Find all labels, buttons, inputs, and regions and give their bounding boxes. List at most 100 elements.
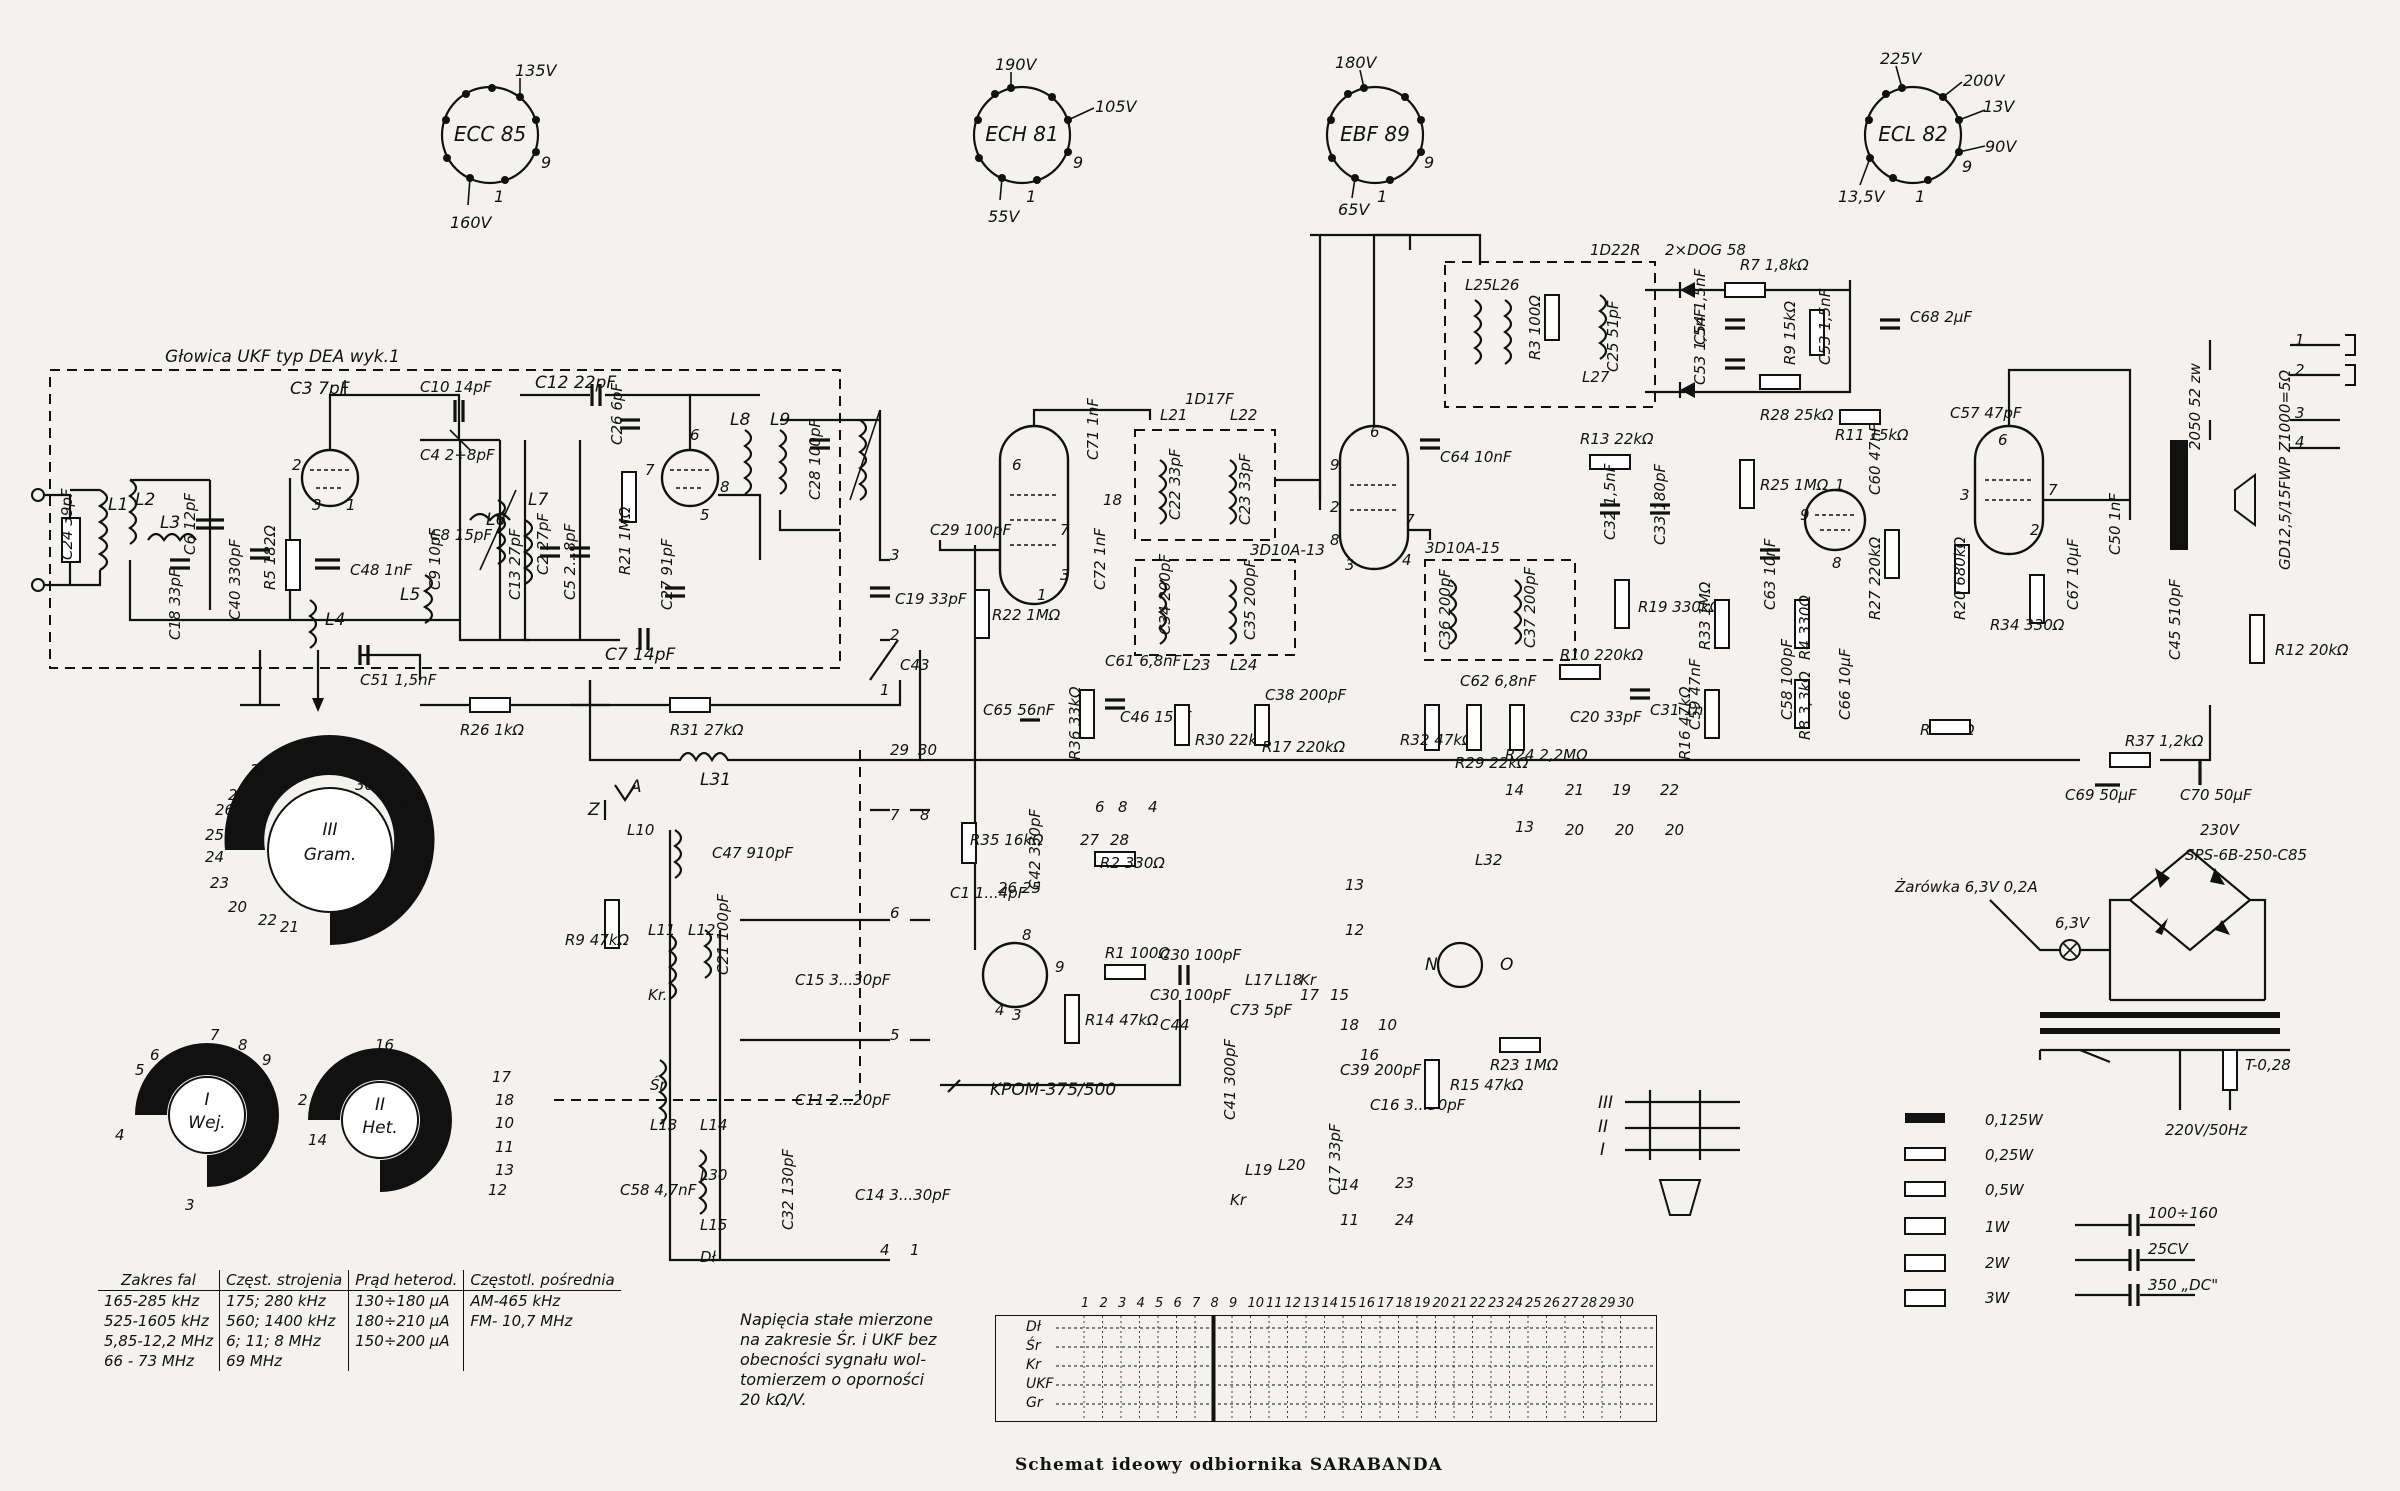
comp-label: C18 33pF — [166, 568, 184, 640]
svg-text:6: 6 — [690, 426, 700, 444]
svg-text:6: 6 — [1095, 798, 1105, 816]
svg-text:23: 23 — [1395, 1174, 1414, 1192]
svg-text:1: 1 — [1037, 586, 1047, 604]
comp-label: 220V/50Hz — [2165, 1121, 2248, 1139]
coil-label: L24 — [1230, 656, 1257, 674]
coil-label: L30 — [700, 1166, 727, 1184]
grid-col-label: 21 — [1451, 1296, 1468, 1311]
comp-label: C45 510pF — [2166, 579, 2184, 660]
pin-number: 9 — [1073, 153, 1083, 172]
grid-row-label: Kr — [1026, 1357, 1041, 1373]
svg-text:24: 24 — [1395, 1211, 1414, 1229]
svg-text:6: 6 — [150, 1046, 160, 1064]
svg-text:20: 20 — [1615, 821, 1634, 839]
agc-line: R26 1kΩ R31 27kΩ L31 — [420, 650, 2212, 790]
band-mark: Kr — [1230, 1191, 1247, 1209]
svg-text:18: 18 — [1340, 1016, 1359, 1034]
coil-label: L1 — [108, 495, 128, 515]
grid-row-label: Śr — [1026, 1338, 1041, 1354]
comp-label: C57 47pF — [1950, 404, 2022, 422]
svg-text:17: 17 — [1300, 986, 1320, 1004]
comp-label: R30 22kΩ — [1195, 731, 1269, 749]
pin-voltage: 200V — [1963, 71, 2006, 90]
svg-text:16: 16 — [1360, 1046, 1379, 1064]
svg-text:1: 1 — [910, 1241, 920, 1259]
svg-text:4: 4 — [115, 1126, 125, 1144]
band-mark: Kr — [1300, 971, 1317, 989]
comp-label: T-0,28 — [2245, 1056, 2291, 1074]
comp-label: R16 47kΩ — [1676, 686, 1694, 760]
svg-text:27: 27 — [1080, 831, 1100, 849]
svg-text:8: 8 — [1832, 554, 1842, 572]
comp-label: C47 910pF — [712, 844, 793, 862]
comp-label: C5 2...8pF — [561, 523, 579, 600]
svg-text:11: 11 — [1340, 1211, 1359, 1229]
svg-text:I: I — [1600, 1140, 1605, 1160]
coil-label: L8 — [730, 410, 750, 430]
tube-base-ebf89: EBF 89 180V 65V 1 9 — [1325, 53, 1434, 219]
svg-text:11: 11 — [495, 1138, 514, 1156]
pin-voltage: 55V — [988, 207, 1020, 226]
svg-text:1: 1 — [880, 681, 890, 699]
comp-label: C1 1...4pF — [950, 884, 1027, 902]
svg-text:6: 6 — [1998, 431, 2008, 449]
comp-label: C69 50μF — [2065, 786, 2137, 804]
svg-text:3: 3 — [185, 1196, 195, 1214]
comp-label: C15 3...30pF — [795, 971, 891, 989]
grid-col-label: 26 — [1543, 1296, 1561, 1311]
comp-label: 2050 52 zw — [2186, 362, 2204, 450]
svg-text:8: 8 — [1118, 798, 1128, 816]
pin-voltage: 13V — [1983, 97, 2015, 116]
svg-text:14: 14 — [1340, 1176, 1359, 1194]
capacitor-legend: 100÷160 25CV 350 „DC" — [2075, 1204, 2218, 1306]
pin-voltage: 105V — [1095, 97, 1138, 116]
grid-col-label: 10 — [1247, 1296, 1265, 1311]
svg-text:14: 14 — [308, 1131, 327, 1149]
svg-text:2: 2 — [1330, 498, 1340, 516]
comp-label: C36 200pF — [1436, 569, 1454, 650]
svg-text:20: 20 — [228, 898, 247, 916]
comp-label: R35 16kΩ — [970, 831, 1044, 849]
svg-text:29: 29 — [330, 761, 349, 779]
comp-label: 230V — [2200, 821, 2241, 839]
if-amp-ebf89: 9 6 2 8 3 4 7 C64 10nF R13 22kΩ C32 1,5n… — [1310, 233, 1670, 574]
grid-col-label: 19 — [1414, 1296, 1431, 1311]
comp-label: C60 47nF — [1866, 423, 1884, 495]
svg-text:100÷160: 100÷160 — [2148, 1204, 2218, 1222]
svg-text:21: 21 — [280, 918, 299, 936]
svg-text:II: II — [1598, 1117, 1608, 1137]
svg-text:3: 3 — [890, 546, 900, 564]
comp-label: R28 25kΩ — [1760, 406, 1834, 424]
svg-text:III: III — [1598, 1093, 1613, 1113]
comp-label: C28 100pF — [806, 419, 824, 500]
svg-text:7: 7 — [645, 461, 655, 479]
comp-label: C64 10nF — [1440, 448, 1512, 466]
comp-label: C73 5pF — [1230, 1001, 1292, 1019]
band-mark: Śr — [650, 1075, 667, 1094]
svg-text:3: 3 — [1012, 1006, 1022, 1024]
svg-text:7: 7 — [1405, 511, 1415, 529]
comp-label: C3 7pF — [290, 379, 350, 399]
comp-label: C42 330pF — [1026, 809, 1044, 890]
svg-text:2W: 2W — [1985, 1254, 2011, 1272]
svg-text:25CV: 25CV — [2148, 1240, 2190, 1258]
svg-text:9: 9 — [262, 1051, 272, 1069]
grid-col-label: 18 — [1395, 1296, 1413, 1311]
svg-text:21: 21 — [1565, 781, 1584, 799]
band-mark: Dł — [700, 1248, 717, 1266]
wafer-name: Wej. — [188, 1113, 225, 1133]
svg-text:19: 19 — [390, 796, 409, 814]
svg-text:15: 15 — [1330, 986, 1349, 1004]
ukf-head-block: Głowica UKF typ DEA wyk.1 C24 39pF L1 L2… — [31, 347, 881, 712]
mark: Z — [587, 800, 600, 820]
grid-col-label: 9 — [1229, 1296, 1238, 1311]
comp-label: C16 3...30pF — [1370, 1096, 1466, 1114]
comp-label: C21 100pF — [714, 894, 732, 975]
comp-label: C50 1nF — [2106, 493, 2124, 555]
coil-label: L7 — [528, 490, 548, 510]
svg-text:22: 22 — [258, 911, 277, 929]
coil-label: L6 — [486, 510, 506, 530]
coil-label: L15 — [700, 1216, 727, 1234]
wafer-wej: I Wej. 7 8 9 6 5 4 2 3 — [115, 1026, 308, 1214]
band-mark: Kr. — [648, 986, 667, 1004]
